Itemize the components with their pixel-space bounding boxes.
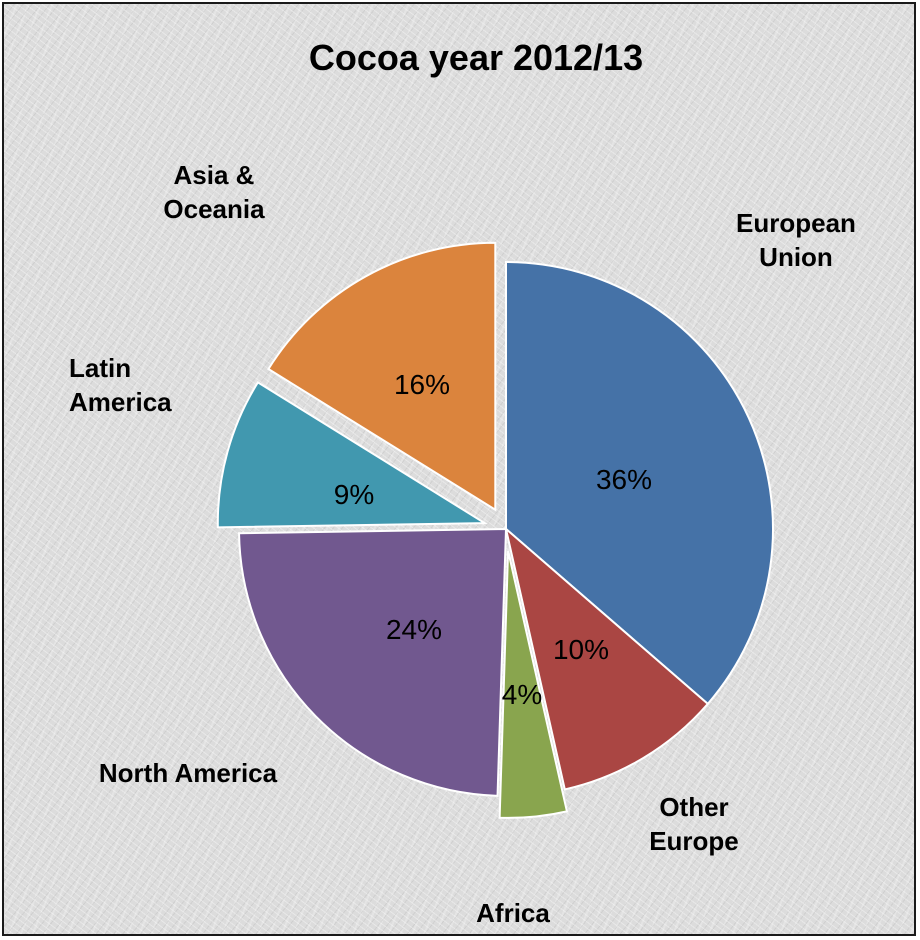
value-label-asia-and-oceania: 16% bbox=[394, 369, 450, 400]
value-label-north-america: 24% bbox=[386, 614, 442, 645]
pie-slice-other-europe bbox=[504, 526, 710, 791]
pie-chart: Cocoa year 2012/13 36% 10% 4% 24% 9% 16% Euro… bbox=[69, 37, 856, 928]
category-label-africa: Africa bbox=[476, 898, 550, 928]
pie-slices bbox=[216, 241, 774, 819]
pie-slice-asia-and-oceania bbox=[267, 241, 497, 512]
category-label-asia-and-oceania: Asia &Oceania bbox=[163, 160, 265, 224]
pie-slice-africa bbox=[498, 550, 569, 819]
pie-slice-european-union bbox=[505, 260, 774, 706]
value-label-european-union: 36% bbox=[596, 464, 652, 495]
value-label-latin-america: 9% bbox=[334, 479, 374, 510]
category-label-north-america: North America bbox=[99, 758, 278, 788]
pie-slice-north-america bbox=[238, 527, 508, 797]
value-label-africa: 4% bbox=[502, 679, 542, 710]
chart-title: Cocoa year 2012/13 bbox=[309, 37, 643, 78]
pie-value-labels: 36% 10% 4% 24% 9% 16% bbox=[334, 369, 652, 710]
pie-slice-latin-america bbox=[216, 380, 489, 529]
value-label-other-europe: 10% bbox=[553, 634, 609, 665]
